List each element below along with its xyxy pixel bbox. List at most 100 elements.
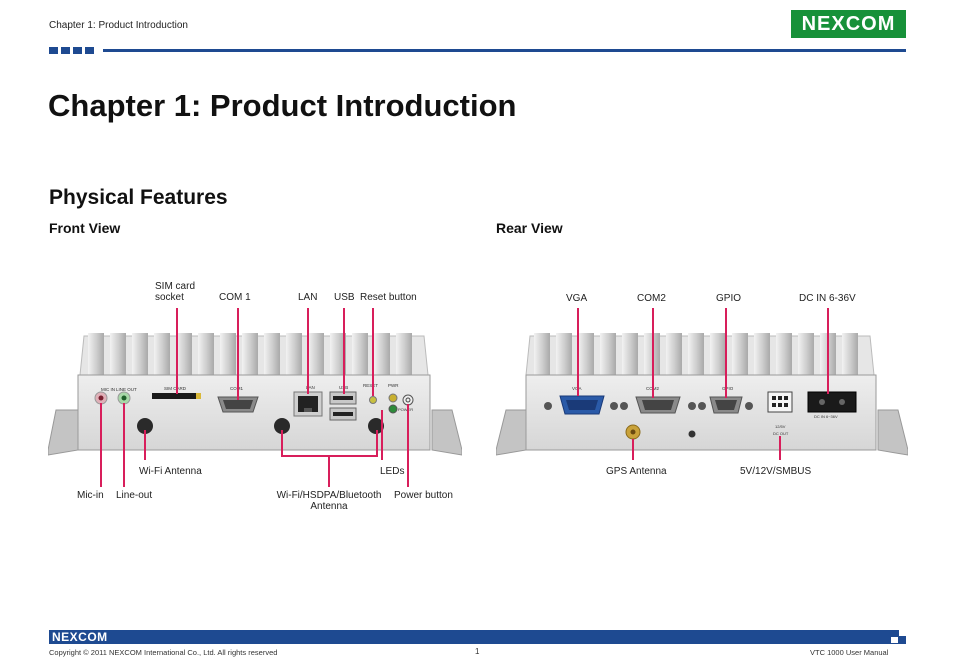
rear-heatsink-fins xyxy=(534,333,858,375)
callout-line-wifi-hsdpa xyxy=(328,455,330,487)
footer-square xyxy=(899,630,906,636)
footer-square xyxy=(891,637,898,643)
callout-dc-in: DC IN 6-36V xyxy=(799,293,856,304)
heatsink-fins xyxy=(88,333,412,375)
nexcom-logo: NEXCOM xyxy=(791,10,906,38)
panel-label-line-out: LINE OUT xyxy=(116,387,137,392)
callout-power-button: Power button xyxy=(394,490,453,501)
panel-label-lan: LAN xyxy=(306,385,315,390)
callout-usb: USB xyxy=(334,292,355,303)
rear-callout-lines xyxy=(577,308,829,460)
dc-out-connector xyxy=(767,391,793,413)
callout-com1: COM 1 xyxy=(219,292,251,303)
footer-logo: NEXCOM xyxy=(52,630,108,644)
screw-icon xyxy=(698,402,706,410)
dc-in-terminal-screw xyxy=(819,399,825,405)
dc-out-pin xyxy=(778,396,782,400)
callout-wifi-hsdpa-line1: Wi-Fi/HSDPA/Bluetooth xyxy=(276,490,382,501)
callout-sim-card-line1: SIM card xyxy=(155,281,196,292)
panel-label-vga: VGA xyxy=(572,386,582,391)
callout-smbus: 5V/12V/SMBUS xyxy=(740,466,812,477)
callout-sim-card: SIM card socket xyxy=(155,281,195,303)
panel-label-gpio: GPIO xyxy=(722,386,734,391)
dc-out-pin xyxy=(772,396,776,400)
callout-wifi-hsdpa-line2: Antenna xyxy=(310,501,348,512)
callout-sim-card-line2: socket xyxy=(155,292,184,303)
dc-in-terminal-screw xyxy=(839,399,845,405)
screw-icon xyxy=(745,402,753,410)
status-led xyxy=(388,404,398,414)
footer-square xyxy=(899,637,906,643)
rear-view-device: VGA COM2 GPIO 12/5V DC OUT DC IN 6~36V xyxy=(496,308,908,460)
panel-label-dc-out-1: 12/5V xyxy=(775,424,786,429)
front-view-heading: Front View xyxy=(49,220,121,236)
screw-icon xyxy=(688,430,696,438)
section-title: Physical Features xyxy=(49,186,228,209)
callout-mic-in: Mic-in xyxy=(77,490,104,501)
sim-slot-contact xyxy=(196,393,201,399)
dc-out-pin xyxy=(772,403,776,407)
wifi-hsdpa-antenna-left xyxy=(274,418,290,434)
screw-icon xyxy=(610,402,618,410)
logo-text: NEXCOM xyxy=(801,12,896,35)
header-rule xyxy=(103,49,906,52)
usb-port-bottom-tongue xyxy=(333,412,353,416)
panel-label-pwr: PWR xyxy=(388,383,399,388)
footer-square xyxy=(891,630,898,636)
line-out-jack-hole xyxy=(121,395,127,401)
chapter-title: Chapter 1: Product Introduction xyxy=(48,88,517,123)
callout-vga: VGA xyxy=(566,293,588,304)
gps-antenna-connector-core xyxy=(630,429,636,435)
rear-view-heading: Rear View xyxy=(496,220,563,236)
callout-line-line-out xyxy=(123,455,125,487)
header-square xyxy=(73,47,82,54)
vga-port-pins xyxy=(566,400,598,410)
callout-line-power xyxy=(407,455,409,487)
mic-in-jack-hole xyxy=(98,395,104,401)
callout-wifi-antenna: Wi-Fi Antenna xyxy=(139,466,202,477)
panel-label-dc-in: DC IN 6~36V xyxy=(814,414,838,419)
usb-port-top-tongue xyxy=(333,396,353,400)
callout-reset: Reset button xyxy=(360,292,417,303)
header-square xyxy=(61,47,70,54)
header-square xyxy=(49,47,58,54)
wifi-antenna-connector xyxy=(137,418,153,434)
panel-label-dc-out-2: DC OUT xyxy=(773,431,789,436)
panel-label-mic-in: MIC IN xyxy=(101,387,115,392)
com1-port-pins xyxy=(223,400,253,409)
callout-wifi-hsdpa: Wi-Fi/HSDPA/Bluetooth Antenna xyxy=(270,490,388,512)
front-view-device: MIC IN LINE OUT SIM CARD COM1 LAN USB RE… xyxy=(48,308,462,460)
com2-port-pins xyxy=(642,400,674,410)
dc-in-terminal xyxy=(807,391,857,413)
screw-icon xyxy=(688,402,696,410)
panel-label-power: POWER xyxy=(398,407,413,412)
callout-line-out: Line-out xyxy=(116,490,153,501)
running-head: Chapter 1: Product Introduction xyxy=(49,20,188,31)
footer-bar xyxy=(49,630,906,644)
screw-icon xyxy=(620,402,628,410)
dc-out-pin xyxy=(784,403,788,407)
power-button-symbol xyxy=(405,397,411,403)
manual-title: VTC 1000 User Manual xyxy=(810,648,889,657)
callout-line-mic-in xyxy=(100,455,102,487)
copyright: Copyright © 2011 NEXCOM International Co… xyxy=(49,648,278,657)
power-button xyxy=(402,394,414,406)
callout-lan: LAN xyxy=(298,292,318,303)
callout-leds: LEDs xyxy=(380,466,405,477)
callout-gps-antenna: GPS Antenna xyxy=(606,466,667,477)
wifi-hsdpa-antenna-right xyxy=(368,418,384,434)
page-number: 1 xyxy=(475,647,480,656)
reset-led xyxy=(369,396,377,404)
panel-label-reset: RESET xyxy=(363,383,378,388)
gpio-port-pins xyxy=(715,400,737,410)
callout-com2: COM2 xyxy=(637,293,666,304)
panel-label-sim: SIM CARD xyxy=(164,386,187,391)
sim-card-slot xyxy=(152,393,200,399)
dc-out-pin xyxy=(778,403,782,407)
lan-port-socket xyxy=(298,396,318,412)
pwr-led xyxy=(388,393,398,403)
panel-label-com1: COM1 xyxy=(230,386,243,391)
callout-gpio: GPIO xyxy=(716,293,742,304)
screw-icon xyxy=(544,402,552,410)
lan-port-clip xyxy=(304,408,312,412)
